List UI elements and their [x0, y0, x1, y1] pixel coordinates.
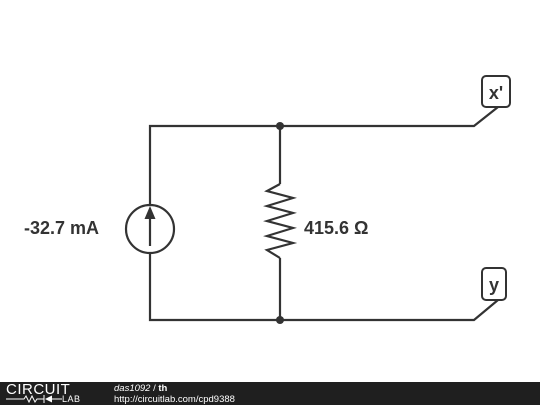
path-separator: /: [150, 383, 159, 394]
circuitlab-logo[interactable]: CIRCUIT LAB: [6, 382, 102, 405]
circuit-title: th: [158, 383, 168, 394]
footer-attribution: das1092 / th: [114, 384, 167, 394]
bottom-wire: [148, 253, 499, 322]
junction-dot-bottom: [276, 316, 284, 324]
circuit-url-link[interactable]: http://circuitlab.com/cpd9388: [114, 394, 235, 405]
terminal-label-y: y: [489, 275, 499, 295]
terminal-label-x-prime: x': [489, 83, 503, 103]
current-arrow-up-icon: [144, 206, 156, 219]
resistor-label: 415.6 Ω: [304, 218, 368, 238]
junction-dot-top: [276, 122, 284, 130]
logo-text-lab: LAB: [62, 394, 81, 404]
circuit-schematic: -32.7 mA 415.6 Ω x' y: [24, 75, 511, 324]
terminal-flag-y[interactable]: [481, 267, 507, 301]
footer-bar: CIRCUIT LAB das1092 / th http://circuitl…: [0, 382, 540, 405]
logo-resistor-icon: [6, 394, 62, 404]
terminal-flag-x-prime[interactable]: [481, 75, 511, 108]
author-name[interactable]: das1092: [114, 383, 151, 394]
resistor-symbol: [263, 183, 298, 259]
current-source-label: -32.7 mA: [24, 218, 99, 238]
logo-text-circuit: CIRCUIT: [6, 381, 71, 398]
top-wire: [148, 106, 499, 229]
